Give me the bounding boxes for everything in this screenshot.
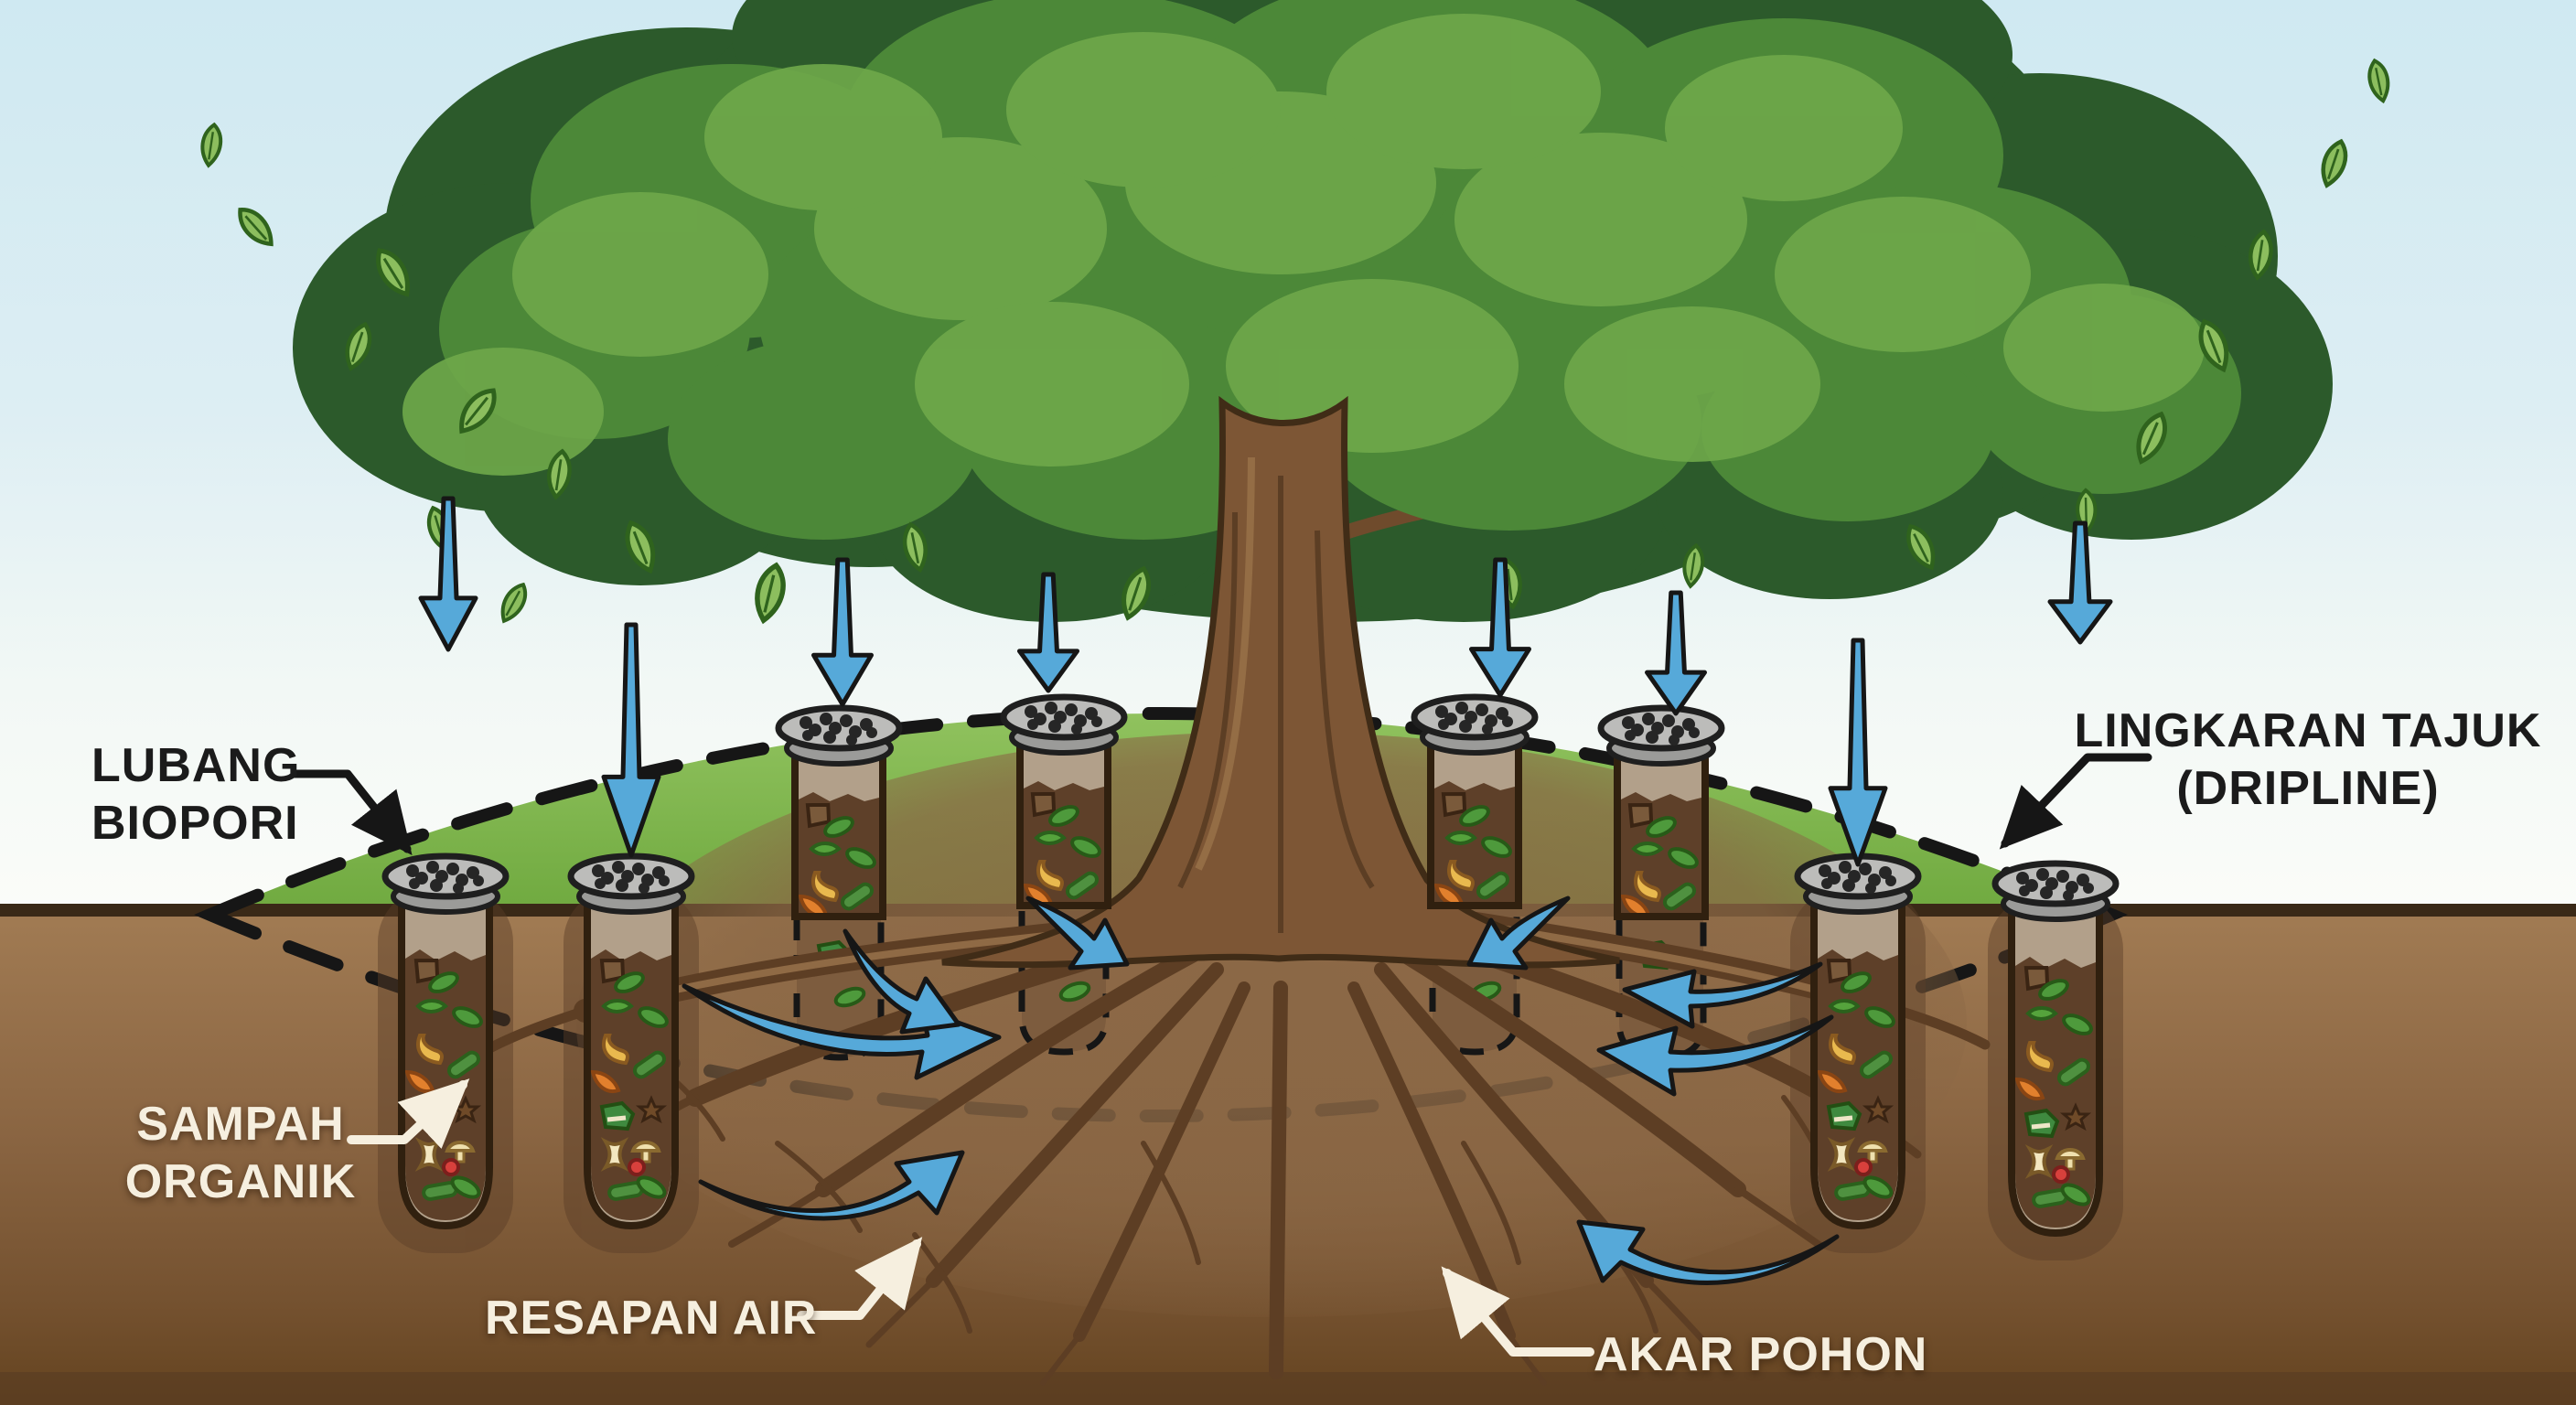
leader-lubang-biopori (290, 769, 413, 856)
tree-canopy (199, 0, 2391, 625)
biopore-tube-1 (385, 856, 506, 1226)
label-line: AKAR POHON (1594, 1328, 1928, 1381)
seep-arrow-left-long (682, 983, 1002, 1080)
leader-lingkaran-tajuk (1999, 753, 2152, 850)
seep-arrow-right-long (1596, 1014, 1834, 1097)
label-resapan-air: RESAPAN AIR (485, 1290, 817, 1347)
leader-sampah-organik (347, 1078, 470, 1149)
biopore-tube-4 (1004, 697, 1124, 906)
label-lingkaran-tajuk: LINGKARAN TAJUK (DRIPLINE) (2040, 702, 2576, 819)
label-leader-arrows (290, 753, 2152, 1357)
biopore-tube-8 (1995, 863, 2116, 1233)
seep-arrow-left-steep (843, 928, 961, 1035)
seep-arrow-left-bottom (698, 1150, 965, 1221)
label-line: (DRIPLINE) (2176, 762, 2440, 816)
seep-arrow-right-upper (1622, 961, 1823, 1029)
leader-resapan-air (797, 1237, 923, 1320)
biopore-tube-3 (778, 708, 899, 917)
label-line: ORGANIK (124, 1155, 357, 1209)
label-line: RESAPAN AIR (485, 1292, 818, 1345)
label-line: SAMPAH (136, 1098, 345, 1151)
biopore-tube-7 (1798, 856, 1918, 1226)
seep-arrow-left-hook (1025, 896, 1130, 971)
tree-trunk (941, 395, 1620, 969)
biopore-tube-2 (571, 856, 692, 1226)
leader-akar-pohon (1441, 1266, 1594, 1357)
label-line: LUBANG (91, 739, 301, 792)
label-lubang-biopori: LUBANG BIOPORI (91, 737, 300, 853)
label-sampah-organik: SAMPAH ORGANIK (90, 1096, 392, 1212)
label-line: BIOPORI (91, 797, 299, 851)
label-akar-pohon: AKAR POHON (1594, 1326, 1927, 1384)
seep-arrow-right-hook (1466, 896, 1571, 971)
biopore-tube-6 (1601, 708, 1722, 917)
biopore-tube-5 (1414, 697, 1535, 906)
soil-bottom-band (0, 1372, 2576, 1405)
seep-arrow-right-bottom (1576, 1219, 1840, 1285)
water-seep-arrows (682, 896, 1840, 1285)
label-line: LINGKARAN TAJUK (2074, 704, 2542, 757)
